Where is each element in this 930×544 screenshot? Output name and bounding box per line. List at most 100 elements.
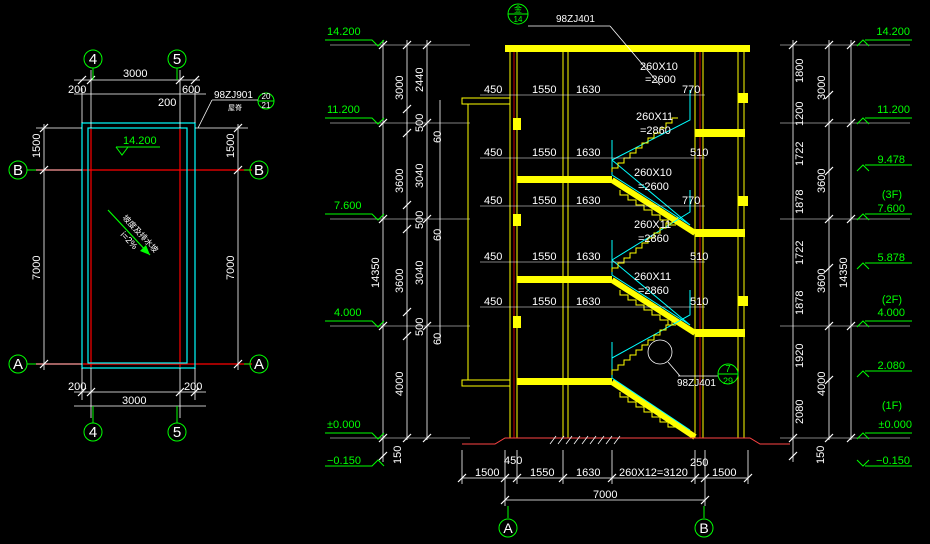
right-inner-dim-8: 2080 [794, 400, 806, 424]
row-d-dim-1: 450 [484, 251, 502, 263]
plan-dim-left-upper: 1500 [31, 134, 43, 158]
row-e-dim-2: 1550 [532, 296, 556, 308]
row-c-dim-1: 450 [484, 195, 502, 207]
row-c-dim-4: 770 [682, 195, 700, 207]
plan-dim-top-right: 600 [182, 84, 200, 96]
plan-dim-ticks [39, 75, 243, 397]
flight-note-5a: 260X11 [634, 271, 671, 283]
row-d-dim-3: 1630 [576, 251, 600, 263]
bottom-dim-5: 260X12=3120 [619, 467, 688, 479]
plan-grid-right-a: A [254, 356, 264, 373]
right-outer-dim-3: 3600 [816, 269, 828, 293]
right-level-3: 9.478 [877, 154, 905, 166]
left-small-dim-3: 60 [432, 333, 444, 345]
stair-steps [611, 117, 678, 428]
ref-top-index: 金 [514, 4, 522, 14]
section-ref-mid: 7 29 98ZJ401 [647, 339, 739, 389]
right-level-11: ±0.000 [878, 419, 912, 431]
roof-plan: 4 5 4 5 B A B A 3000 200 600 200 3000 20… [8, 49, 275, 442]
section-ref-top: 金 14 98ZJ401 [507, 3, 661, 86]
plan-dim-bottom-span: 3000 [122, 395, 146, 407]
section-balconies [461, 97, 511, 387]
row-b-dim-4: 510 [690, 147, 708, 159]
row-a-dim-1: 450 [484, 84, 502, 96]
left-inner-dim-6: 500 [414, 318, 426, 336]
left-inner-dim-3: 3040 [414, 164, 426, 188]
left-inner-dim-4: 500 [414, 211, 426, 229]
stair-handrails [611, 90, 691, 431]
row-c-dim-2: 1550 [532, 195, 556, 207]
stair-section: 14.200 11.200 7.600 4.000 ±0.000 −0.150 … [325, 3, 912, 538]
stair-flights [610, 177, 697, 440]
row-e-dim-4: 510 [690, 296, 708, 308]
plan-dim-bottom-right: 200 [184, 381, 202, 393]
plan-grid-right-b: B [254, 162, 264, 179]
left-outer-dim-3: 3600 [394, 269, 406, 293]
flight-note-4b: =2860 [638, 233, 669, 245]
row-d-dim-2: 1550 [532, 251, 556, 263]
bottom-dim-3: 1550 [530, 467, 554, 479]
plan-elevation-marker: 14.200 [115, 135, 160, 156]
right-inner-dim-6: 1878 [794, 291, 806, 315]
plan-grid-bottom-4: 4 [89, 424, 97, 441]
section-grid-a: A [503, 520, 513, 536]
row-b-dim-3: 1630 [576, 147, 600, 159]
row-b-dim-1: 450 [484, 147, 502, 159]
ground [462, 435, 790, 445]
left-inner-dim-1: 2440 [414, 68, 426, 92]
plan-dim-top-left: 200 [68, 84, 86, 96]
plan-ref-note: 98ZJ901 屋脊 20 21 [197, 90, 271, 129]
left-inner-dim-5: 3040 [414, 261, 426, 285]
right-level-12: −0.150 [876, 455, 910, 467]
right-inner-dim-9: 150 [815, 446, 827, 464]
bottom-dim-4: 1630 [576, 467, 600, 479]
left-total-dim: 14350 [370, 257, 382, 288]
left-level-3: 7.600 [334, 200, 362, 212]
right-level-9: 2.080 [877, 360, 905, 372]
plan-dim-left-lower: 7000 [31, 256, 43, 280]
bottom-dim-2: 450 [504, 455, 522, 467]
left-level-6: −0.150 [327, 455, 361, 467]
section-bottom-dimlines [461, 450, 749, 506]
plan-extension-lines [36, 70, 248, 418]
row-b-dim-2: 1550 [532, 147, 556, 159]
row-e-dim-1: 450 [484, 296, 502, 308]
ref-mid-index: 7 [725, 364, 731, 375]
plan-elevation-text: 14.200 [123, 135, 157, 147]
right-level-8: 4.000 [877, 307, 905, 319]
section-axis [513, 45, 701, 438]
section-walls [509, 45, 745, 438]
right-level-5: 7.600 [877, 203, 905, 215]
flight-note-3a: 260X10 [634, 167, 672, 179]
ref-top-code: 98ZJ401 [556, 14, 595, 25]
plan-ref-index: 20 [262, 92, 271, 101]
section-row-dimlines [480, 94, 705, 308]
plan-grid-bottom-5: 5 [173, 424, 181, 441]
plan-ref-code: 98ZJ901 [214, 90, 253, 101]
left-small-dim-2: 60 [432, 229, 444, 241]
plan-dim-right-lower: 7000 [225, 256, 237, 280]
right-outer-dim-2: 3600 [816, 169, 828, 193]
row-a-dim-2: 1550 [532, 84, 556, 96]
section-left-ticks [378, 40, 856, 461]
left-level-4: 4.000 [334, 307, 362, 319]
plan-grid-left-a: A [13, 356, 23, 373]
floor-slabs [513, 93, 748, 385]
flight-note-2a: 260X11 [636, 111, 673, 123]
section-grid-bubbles: A B [498, 506, 714, 538]
right-level-2: 11.200 [877, 104, 910, 116]
right-level-4: (3F) [882, 189, 902, 201]
plan-grid-top-4: 4 [89, 51, 97, 68]
plan-dim-bottom-left: 200 [68, 381, 86, 393]
right-inner-dim-1: 1800 [794, 59, 806, 83]
flight-note-4a: 260X11 [634, 219, 671, 231]
ref-top-page: 14 [514, 15, 523, 24]
right-level-6: 5.878 [877, 252, 905, 264]
right-level-10: (1F) [882, 400, 902, 412]
right-inner-dim-2: 1200 [794, 102, 806, 126]
right-level-7: (2F) [882, 294, 902, 306]
left-inner-dim-2: 500 [414, 114, 426, 132]
bottom-dim-6: 250 [690, 457, 708, 469]
flight-note-5b: =2860 [638, 285, 669, 297]
